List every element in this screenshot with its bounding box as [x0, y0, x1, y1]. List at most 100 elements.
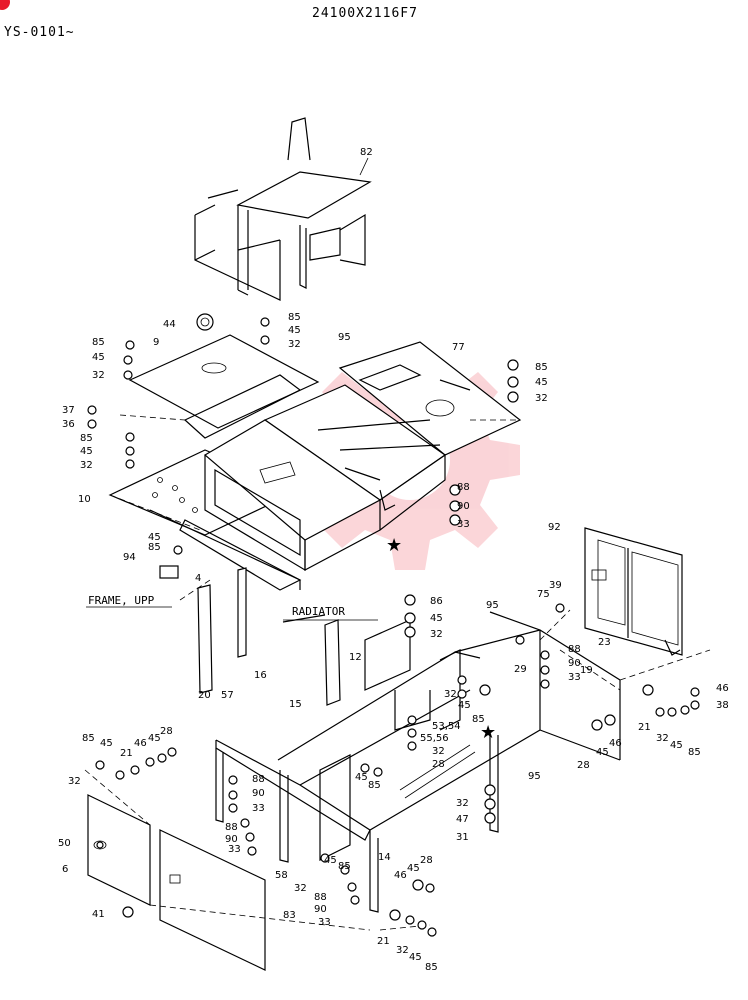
- callout: 21: [120, 748, 133, 759]
- callout: 94: [123, 552, 136, 563]
- frame-upp-label: FRAME, UPP: [88, 594, 155, 607]
- callout: 45: [92, 352, 105, 363]
- radiator-label: RADIATOR: [292, 605, 345, 618]
- callout: 28: [577, 760, 590, 771]
- callout: 90: [457, 501, 470, 512]
- callout: 45: [80, 446, 93, 457]
- corner-mark: [0, 0, 10, 10]
- fastener-icons: [87, 313, 700, 937]
- bonnet-hood: [179, 341, 522, 591]
- callout: 33: [252, 803, 265, 814]
- callout: 85: [82, 733, 95, 744]
- callout: 46: [394, 870, 407, 881]
- callout: 32: [396, 945, 409, 956]
- serial-range: YS-0101~: [4, 25, 75, 40]
- callout: 77: [452, 342, 465, 353]
- callout: 46: [609, 738, 622, 749]
- callout: 85: [688, 747, 701, 758]
- callout: 85: [425, 962, 438, 973]
- callout: 90: [314, 904, 327, 915]
- callout: 45: [596, 747, 609, 758]
- callout: 45: [355, 772, 368, 783]
- callout: 90: [252, 788, 265, 799]
- callout: 53,54: [432, 721, 461, 732]
- callout: 90: [225, 834, 238, 845]
- callout: 88: [225, 822, 238, 833]
- callout: 32: [432, 746, 445, 757]
- callout: 50: [58, 838, 71, 849]
- callout: 85: [338, 861, 351, 872]
- callout: 57: [221, 690, 234, 701]
- callout: 19: [580, 665, 593, 676]
- callout: 85: [472, 714, 485, 725]
- drawing-code: 24100X2116F7: [312, 6, 418, 21]
- callout: 21: [377, 936, 390, 947]
- callout: 32: [456, 798, 469, 809]
- side-panel-92: [584, 527, 683, 656]
- callout: 28: [160, 726, 173, 737]
- callout: 85: [80, 433, 93, 444]
- callout: 37: [62, 405, 75, 416]
- callout: 10: [78, 494, 91, 505]
- callout: 90: [568, 658, 581, 669]
- callout: 85: [535, 362, 548, 373]
- callout: 47: [456, 814, 469, 825]
- callout: 32: [294, 883, 307, 894]
- callout: 45: [458, 700, 471, 711]
- callout: 88: [568, 644, 581, 655]
- callout: 45: [670, 740, 683, 751]
- callout: 45: [148, 532, 161, 543]
- callout: 88: [252, 774, 265, 785]
- side-cover-83: [159, 829, 266, 971]
- callout: 45: [430, 613, 443, 624]
- callout: 83: [283, 910, 296, 921]
- door-panel-6: [87, 794, 151, 906]
- callout: 33: [568, 672, 581, 683]
- callout: 46: [716, 683, 729, 694]
- seat-frame-82: [194, 117, 372, 301]
- callout-numbers: 82 44 85 45 32 85 45 32 9 95 77 85 45 32…: [58, 147, 729, 973]
- callout: 6: [62, 864, 68, 875]
- callout: 45: [535, 377, 548, 388]
- callout: 55,56: [420, 733, 449, 744]
- callout: 85: [148, 542, 161, 553]
- callout: 32: [80, 460, 93, 471]
- callout: 14: [378, 852, 391, 863]
- callout: 45: [407, 863, 420, 874]
- callout: 86: [430, 596, 443, 607]
- callout: 33: [457, 519, 470, 530]
- star-icon-2: ★: [480, 722, 496, 743]
- callout: 45: [148, 733, 161, 744]
- floor-plate-9: [128, 334, 320, 439]
- callout: 46: [134, 738, 147, 749]
- callout: 75: [537, 589, 550, 600]
- callout: 38: [716, 700, 729, 711]
- main-frame-95: [215, 611, 621, 913]
- callout: 85: [92, 337, 105, 348]
- callout: 28: [432, 759, 445, 770]
- callout: 23: [598, 637, 611, 648]
- callout: 33: [318, 917, 331, 928]
- callout: 95: [338, 332, 351, 343]
- callout: 88: [457, 482, 470, 493]
- callout: 32: [92, 370, 105, 381]
- callout: 45: [288, 325, 301, 336]
- callout: 32: [288, 339, 301, 350]
- callout: 32: [430, 629, 443, 640]
- callout: 9: [153, 337, 159, 348]
- callout: 58: [275, 870, 288, 881]
- callout: 29: [514, 664, 527, 675]
- callout: 45: [324, 855, 337, 866]
- callout: 36: [62, 419, 75, 430]
- callout: 16: [254, 670, 267, 681]
- callout: 45: [100, 738, 113, 749]
- callout: 21: [638, 722, 651, 733]
- callout: 31: [456, 832, 469, 843]
- callout: 39: [549, 580, 562, 591]
- callout: 4: [195, 573, 201, 584]
- callout: 85: [288, 312, 301, 323]
- star-icon-1: ★: [386, 535, 402, 556]
- callout: 33: [228, 844, 241, 855]
